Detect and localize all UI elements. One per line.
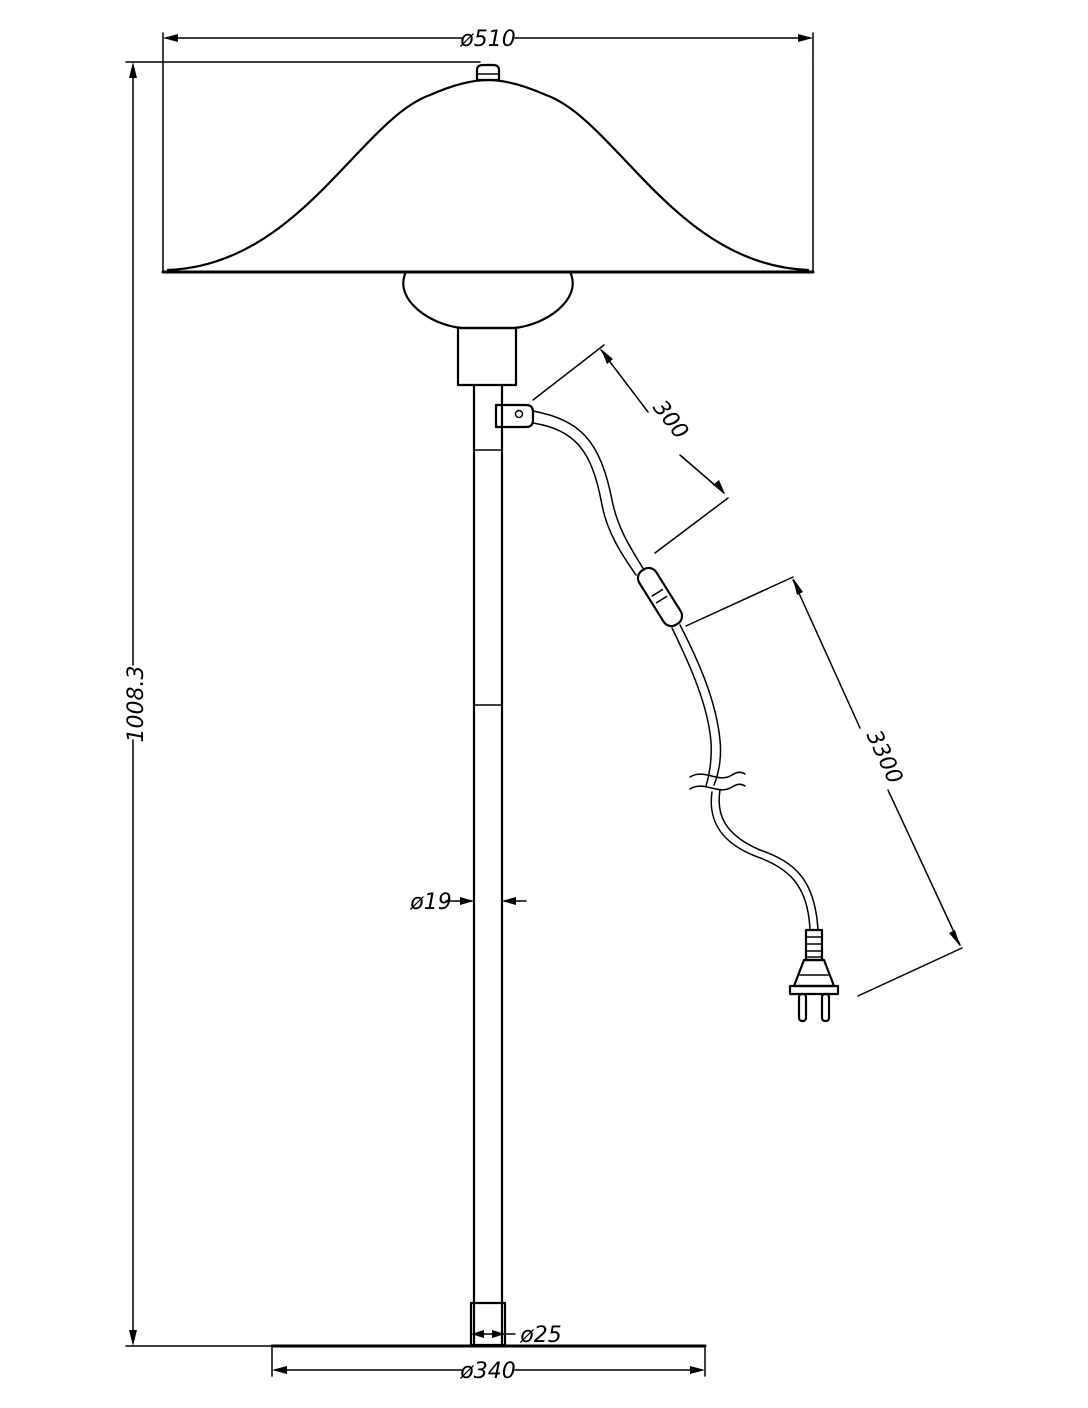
stem-base-diameter-label: ø25 xyxy=(519,1323,561,1348)
finial xyxy=(475,63,501,82)
base-diameter-dimension: ø340 xyxy=(272,1359,705,1384)
lamp-stem xyxy=(469,383,507,1347)
stem-diameter-label: ø19 xyxy=(409,890,451,915)
cord-break-symbol xyxy=(689,783,746,791)
cord-grip xyxy=(494,403,535,429)
lamp-base xyxy=(270,1344,707,1377)
socket xyxy=(456,326,518,387)
bulb-housing xyxy=(402,272,574,387)
shade-diameter-label: ø510 xyxy=(459,27,515,52)
shade-diameter-dimension: ø510 xyxy=(162,27,814,63)
power-plug xyxy=(788,928,840,1023)
height-label: 1008.3 xyxy=(124,666,149,743)
height-dimension: 1008.3 xyxy=(124,61,481,1347)
stem-base-diameter-dimension: ø25 xyxy=(471,1323,562,1348)
switch-to-plug-label: 3300 xyxy=(861,727,907,788)
cord-to-switch-label: 300 xyxy=(647,396,693,444)
switch-to-plug-dimension: 3300 xyxy=(685,576,963,997)
power-cord xyxy=(532,410,819,931)
base-diameter-label: ø340 xyxy=(459,1359,515,1384)
stem-diameter-dimension: ø19 xyxy=(409,890,527,915)
cord-to-switch-dimension: 300 xyxy=(532,344,729,554)
inline-switch xyxy=(636,566,684,628)
lamp-shade xyxy=(161,61,815,274)
cord-break-symbol xyxy=(689,771,746,779)
